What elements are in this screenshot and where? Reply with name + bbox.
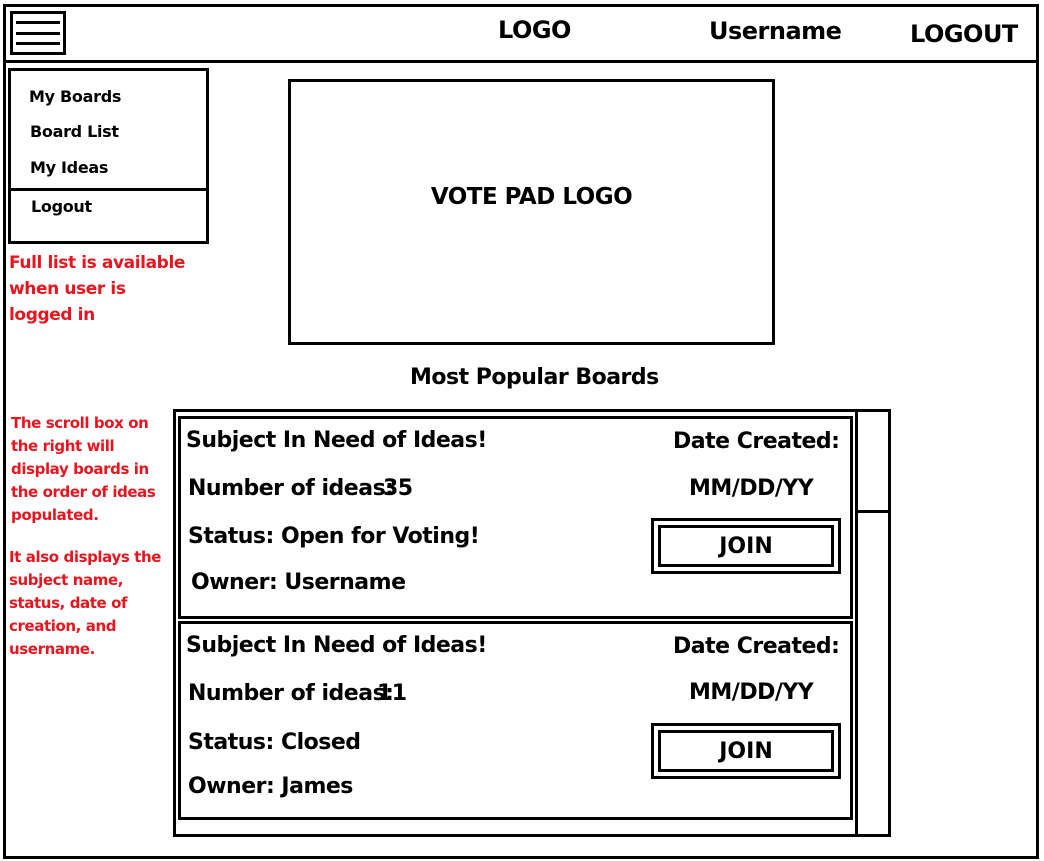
header-divider [3, 60, 1039, 63]
board-subject: Subject In Need of Ideas! [186, 428, 487, 453]
board-date-label: Date Created: [673, 634, 840, 659]
menu-divider [11, 188, 206, 191]
sidebar-item-board-list[interactable]: Board List [30, 122, 119, 141]
board-card: Subject In Need of Ideas! Number of idea… [178, 416, 853, 619]
menu-bar [16, 21, 60, 25]
hamburger-menu-icon[interactable] [10, 11, 66, 55]
vote-pad-logo-box: VOTE PAD LOGO [288, 79, 775, 345]
section-title: Most Popular Boards [410, 365, 659, 390]
board-card: Subject In Need of Ideas! Number of idea… [178, 621, 853, 820]
vote-pad-logo: VOTE PAD LOGO [430, 184, 633, 210]
sidebar-item-my-boards[interactable]: My Boards [29, 87, 122, 106]
board-date-value: MM/DD/YY [689, 680, 814, 705]
board-owner: Owner: Username [191, 570, 406, 595]
sidebar-item-logout[interactable]: Logout [31, 197, 92, 216]
board-status: Status: Open for Voting! [188, 524, 480, 549]
menu-bar [16, 41, 60, 45]
board-ideas-count: 35 [383, 476, 413, 501]
join-button[interactable]: JOIN [651, 518, 841, 574]
menu-bar [16, 31, 60, 35]
board-date-label: Date Created: [673, 429, 840, 454]
header-logo[interactable]: LOGO [498, 16, 571, 44]
join-button[interactable]: JOIN [651, 723, 841, 779]
header-username[interactable]: Username [709, 17, 842, 45]
board-status: Status: Closed [188, 730, 361, 755]
board-subject: Subject In Need of Ideas! [186, 633, 487, 658]
boards-scroll-box[interactable] [173, 409, 891, 837]
app-frame [3, 4, 1039, 859]
board-ideas-label: Number of ideas: [188, 681, 394, 706]
sidebar-menu: My Boards Board List My Ideas Logout [8, 68, 209, 244]
scrollbar-track[interactable] [858, 409, 888, 837]
menu-annotation: Full list is available when user is logg… [9, 253, 186, 325]
join-button-label: JOIN [719, 533, 773, 559]
board-date-value: MM/DD/YY [689, 476, 814, 501]
join-button-label: JOIN [719, 738, 773, 764]
board-owner: Owner: James [188, 774, 353, 799]
board-ideas-count: 11 [377, 681, 407, 706]
scrollbar-divider [855, 409, 858, 837]
board-ideas-label: Number of ideas: [188, 476, 394, 501]
sidebar-item-my-ideas[interactable]: My Ideas [30, 158, 109, 177]
header-logout-button[interactable]: LOGOUT [910, 20, 1018, 48]
scrollbar-thumb[interactable] [858, 510, 888, 513]
scroll-annotation: The scroll box on the right will display… [11, 414, 156, 524]
display-annotation: It also displays the subject name, statu… [9, 548, 161, 658]
